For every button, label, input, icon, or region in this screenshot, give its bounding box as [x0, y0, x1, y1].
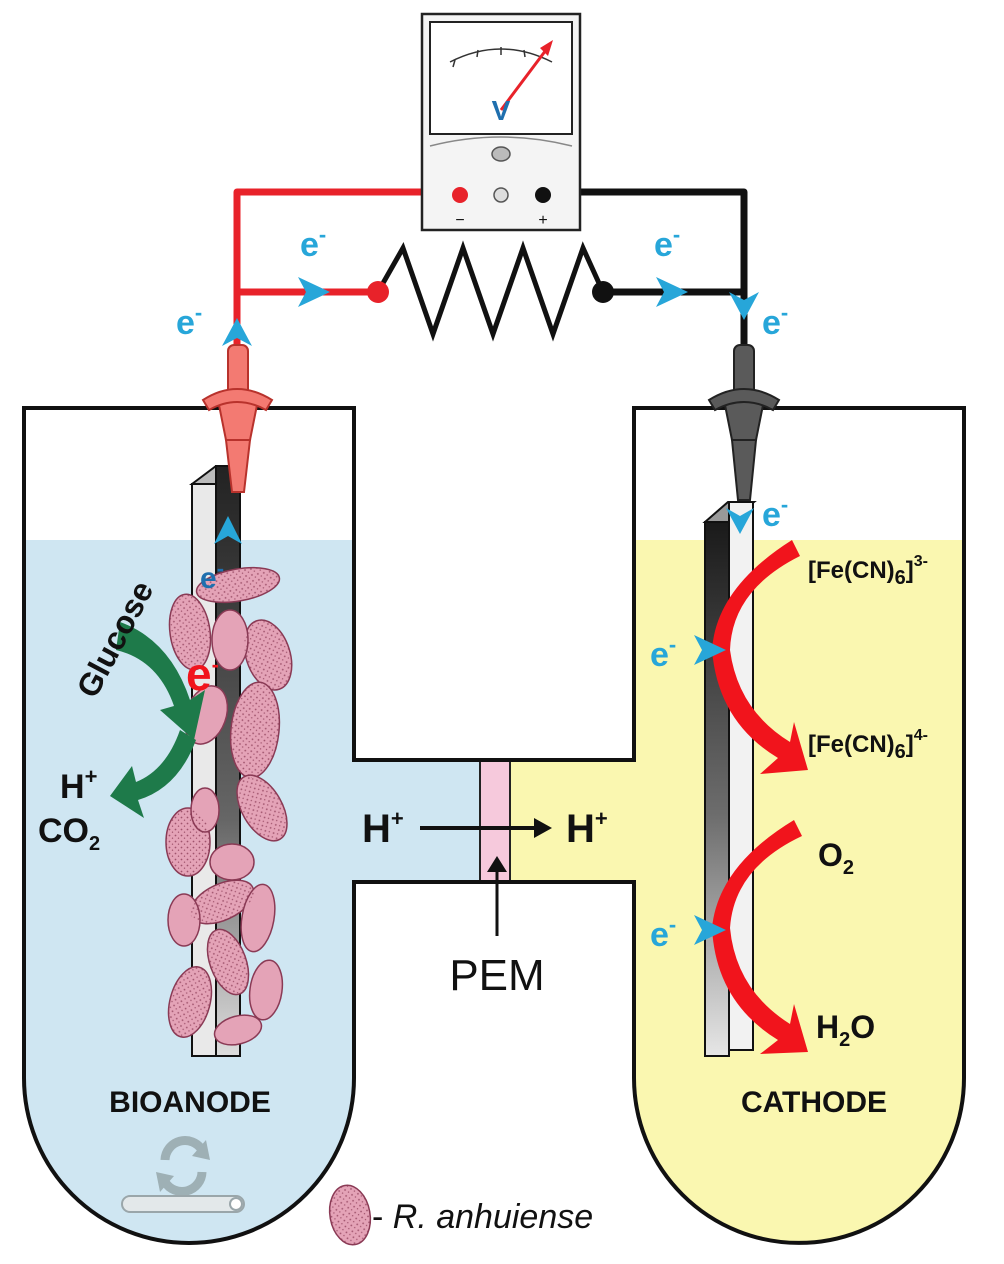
electron-label-2: e- — [654, 222, 680, 264]
anode-clip — [201, 344, 274, 493]
electron-flow-markers — [214, 277, 759, 945]
oxygen-reduction-arrow — [712, 820, 808, 1054]
chevron-up-anode-electrode — [214, 516, 242, 544]
resistor-node-left — [367, 281, 389, 303]
electron-label-4: e- — [762, 300, 788, 342]
electron-label-5: e- — [200, 556, 224, 595]
electron-label-8: e- — [650, 912, 676, 954]
cathode-label: CATHODE — [741, 1086, 887, 1119]
legend-label: - R. anhuiense — [372, 1198, 593, 1236]
chevron-up-anode — [222, 318, 252, 346]
resistor-node-right — [592, 281, 614, 303]
cathode-clip — [707, 344, 781, 501]
bacteria-texture — [166, 567, 292, 1038]
voltmeter: V − + — [420, 12, 582, 232]
water-label: H2O — [816, 1009, 875, 1051]
voltmeter-terminal-positive — [535, 187, 551, 203]
chevron-down-cathode — [729, 292, 759, 320]
electron-label-7: e- — [650, 632, 676, 674]
voltmeter-needle — [499, 45, 551, 111]
voltmeter-terminal-common — [493, 187, 509, 203]
proton-label-anode: H+ — [60, 764, 97, 806]
voltmeter-terminal-negative — [452, 187, 468, 203]
chevron-right-2 — [656, 277, 688, 307]
pem-pointer-arrow — [487, 856, 507, 936]
stirring-icon — [156, 1136, 210, 1196]
voltmeter-minus-label: − — [455, 212, 464, 229]
electron-label-1: e- — [300, 222, 326, 264]
voltmeter-symbol: V — [492, 95, 511, 126]
resistor — [375, 240, 606, 342]
legend: - R. anhuiense — [328, 1184, 593, 1246]
ferricyanide-reduction-arrow — [712, 540, 808, 774]
co2-label: CO2 — [38, 812, 100, 855]
ferricyanide-label: [Fe(CN)6]3- — [808, 553, 928, 589]
stir-bar-icon — [121, 1195, 245, 1213]
electron-label-6: e- — [762, 492, 788, 534]
chevron-down-cathode-electrode — [726, 508, 754, 534]
ferrocyanide-label: [Fe(CN)6]4- — [808, 727, 928, 763]
voltmeter-plus-label: + — [538, 212, 547, 229]
proton-label-right: H+ — [566, 806, 608, 851]
voltmeter-knob — [491, 146, 511, 162]
h-cell-outline — [22, 406, 966, 1245]
proton-transport-arrow — [420, 818, 552, 838]
chevron-right-1 — [298, 277, 330, 307]
proton-label-left: H+ — [362, 806, 404, 851]
oxygen-label: O2 — [818, 837, 854, 879]
chevron-right-o2 — [694, 915, 726, 945]
electron-label-3: e- — [176, 300, 202, 342]
bacterium-legend-icon — [328, 1184, 372, 1246]
bioanode-label: BIOANODE — [109, 1086, 271, 1119]
chevron-right-fe — [694, 635, 726, 665]
electron-label-transfer: e- — [186, 648, 219, 700]
glucose-oxidation-arrow — [110, 622, 205, 818]
pem-label: PEM — [449, 951, 544, 1000]
